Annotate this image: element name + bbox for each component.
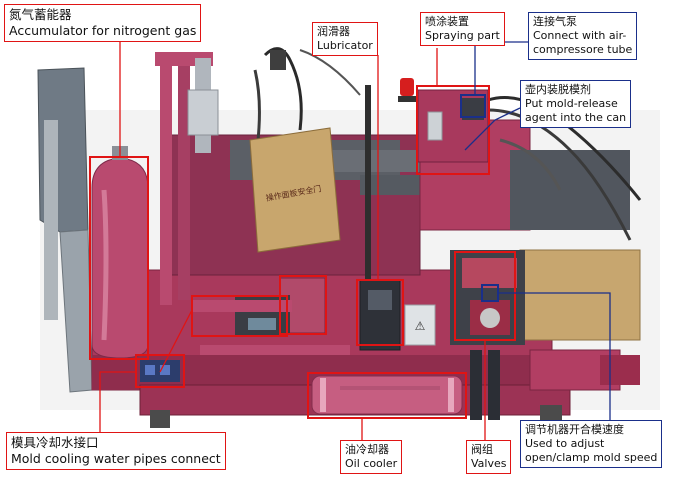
label-lubricator: 润滑器 Lubricator	[312, 22, 378, 56]
label-oil-cooler-zh: 油冷却器	[345, 443, 389, 456]
label-mold-release: 壶内装脱模剂 Put mold-release agent into the c…	[520, 80, 632, 128]
die-casting-machine: 操作面板安全门 ⚠	[37, 47, 660, 428]
label-oil-cooler: 油冷却器 Oil cooler	[340, 440, 403, 474]
label-speed-adjust-en2: open/clamp mold speed	[525, 451, 658, 464]
label-mold-release-en1: Put mold-release	[525, 97, 618, 110]
callout-boxes	[89, 85, 516, 419]
label-cooling-water: 模具冷却水接口 Mold cooling water pipes connect	[6, 432, 226, 470]
box-lubricator-panel	[279, 275, 327, 335]
label-cooling-water-zh: 模具冷却水接口	[11, 435, 99, 450]
label-air-compressor-zh: 连接气泵	[533, 15, 577, 28]
label-lubricator-en: Lubricator	[317, 39, 373, 52]
leader-lines	[99, 40, 611, 440]
label-mold-release-en2: agent into the can	[525, 111, 627, 124]
label-speed-adjust-zh: 调节机器开合模速度	[525, 423, 624, 436]
box-oil-cooler	[307, 372, 467, 419]
label-accumulator-en: Accumulator for nitrogent gas	[9, 23, 197, 38]
label-oil-cooler-en: Oil cooler	[345, 457, 398, 470]
label-valves-en: Valves	[471, 457, 507, 470]
box-base-left	[191, 295, 288, 337]
label-valves-zh: 阀组	[471, 443, 493, 456]
box-lubricator	[356, 279, 404, 346]
label-cooling-water-en: Mold cooling water pipes connect	[11, 451, 221, 466]
oil-cooler-cylinder	[311, 375, 463, 415]
box-spraying	[416, 85, 490, 175]
label-spraying-en: Spraying part	[425, 29, 500, 42]
label-mold-release-zh: 壶内装脱模剂	[525, 83, 591, 96]
box-cooling-water	[135, 354, 185, 388]
box-accumulator	[89, 156, 149, 360]
label-air-compressor-en1: Connect with air-	[533, 29, 627, 42]
label-speed-adjust: 调节机器开合模速度 Used to adjust open/clamp mold…	[520, 420, 663, 468]
lubricator-panel	[249, 127, 341, 253]
label-accumulator: 氮气蓄能器 Accumulator for nitrogent gas	[4, 4, 202, 42]
label-air-compressor: 连接气泵 Connect with air- compressore tube	[528, 12, 638, 60]
nitrogen-accumulator-tank	[91, 157, 149, 359]
label-accumulator-zh: 氮气蓄能器	[9, 7, 72, 22]
box-air-compressor	[460, 94, 486, 118]
label-spraying-zh: 喷涂装置	[425, 15, 469, 28]
label-speed-adjust-en1: Used to adjust	[525, 437, 605, 450]
label-valves: 阀组 Valves	[466, 440, 512, 474]
label-spraying: 喷涂装置 Spraying part	[420, 12, 505, 46]
alarm-light	[400, 78, 414, 96]
label-lubricator-zh: 润滑器	[317, 25, 350, 38]
warning-sign-icon: ⚠	[415, 319, 426, 333]
label-air-compressor-en2: compressore tube	[533, 43, 633, 56]
